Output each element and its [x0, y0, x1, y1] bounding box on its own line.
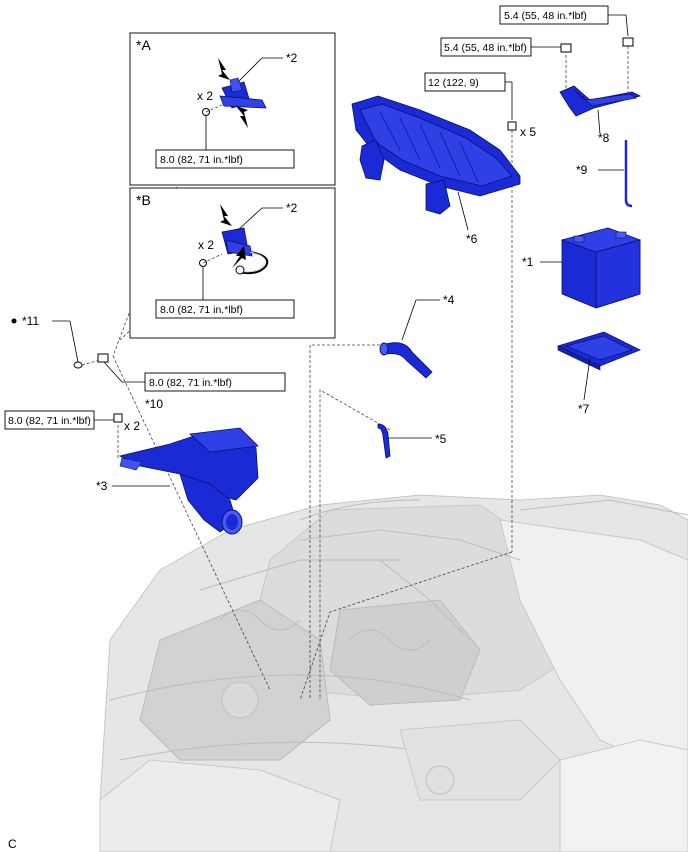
torque-clamp-bolt: 5.4 (55, 48 in.*lbf)	[444, 42, 527, 54]
label-2a: *2	[286, 51, 298, 65]
view-b-label: *B	[136, 192, 151, 208]
torque-bracket-b: 8.0 (82, 71 in.*lbf)	[160, 304, 243, 316]
label-2b: *2	[286, 201, 298, 215]
view-a-box: *A x 2 *2 8.0 (82, 71 in.*lbf)	[129, 32, 336, 186]
torque-air-cleaner: 8.0 (82, 71 in.*lbf)	[8, 415, 91, 427]
battery-clamp-group: 5.4 (55, 48 in.*lbf) 5.4 (55, 48 in.*lbf…	[440, 5, 642, 208]
label-6: *6	[466, 232, 478, 246]
count-air-cleaner: x 2	[124, 419, 140, 433]
count-cowl: x 5	[520, 125, 536, 139]
view-b-box: *B x 2 *2 8.0 (82, 71 in.*lbf)	[129, 187, 336, 339]
torque-bracket-a: 8.0 (82, 71 in.*lbf)	[160, 154, 243, 166]
label-10: *10	[145, 397, 163, 411]
air-cleaner-group: 8.0 (82, 71 in.*lbf) x 2 *3	[4, 410, 259, 535]
count-b: x 2	[198, 238, 214, 252]
label-8: *8	[598, 131, 610, 145]
label-3: *3	[96, 479, 108, 493]
battery-tray-group: *7	[556, 331, 641, 416]
count-a: x 2	[197, 89, 213, 103]
label-1: *1	[522, 255, 534, 269]
torque-clamp: 8.0 (82, 71 in.*lbf)	[149, 377, 232, 389]
torque-clamp-nut: 5.4 (55, 48 in.*lbf)	[504, 10, 587, 22]
label-9: *9	[576, 163, 588, 177]
label-4: *4	[443, 293, 455, 307]
clamp-bolt-group: *11 8.0 (82, 71 in.*lbf) *10	[11, 314, 286, 411]
hose-group: *4 *5	[377, 293, 455, 459]
label-7: *7	[578, 402, 590, 416]
battery-group: *1	[522, 227, 642, 309]
view-a-label: *A	[136, 37, 151, 53]
torque-cowl: 12 (122, 9)	[428, 77, 479, 89]
cowl-group: 12 (122, 9) x 5 *6	[351, 72, 536, 246]
label-11: *11	[22, 314, 39, 328]
figure-code: C	[8, 837, 17, 851]
vehicle-engine-bay	[99, 494, 688, 852]
label-5: *5	[435, 432, 447, 446]
